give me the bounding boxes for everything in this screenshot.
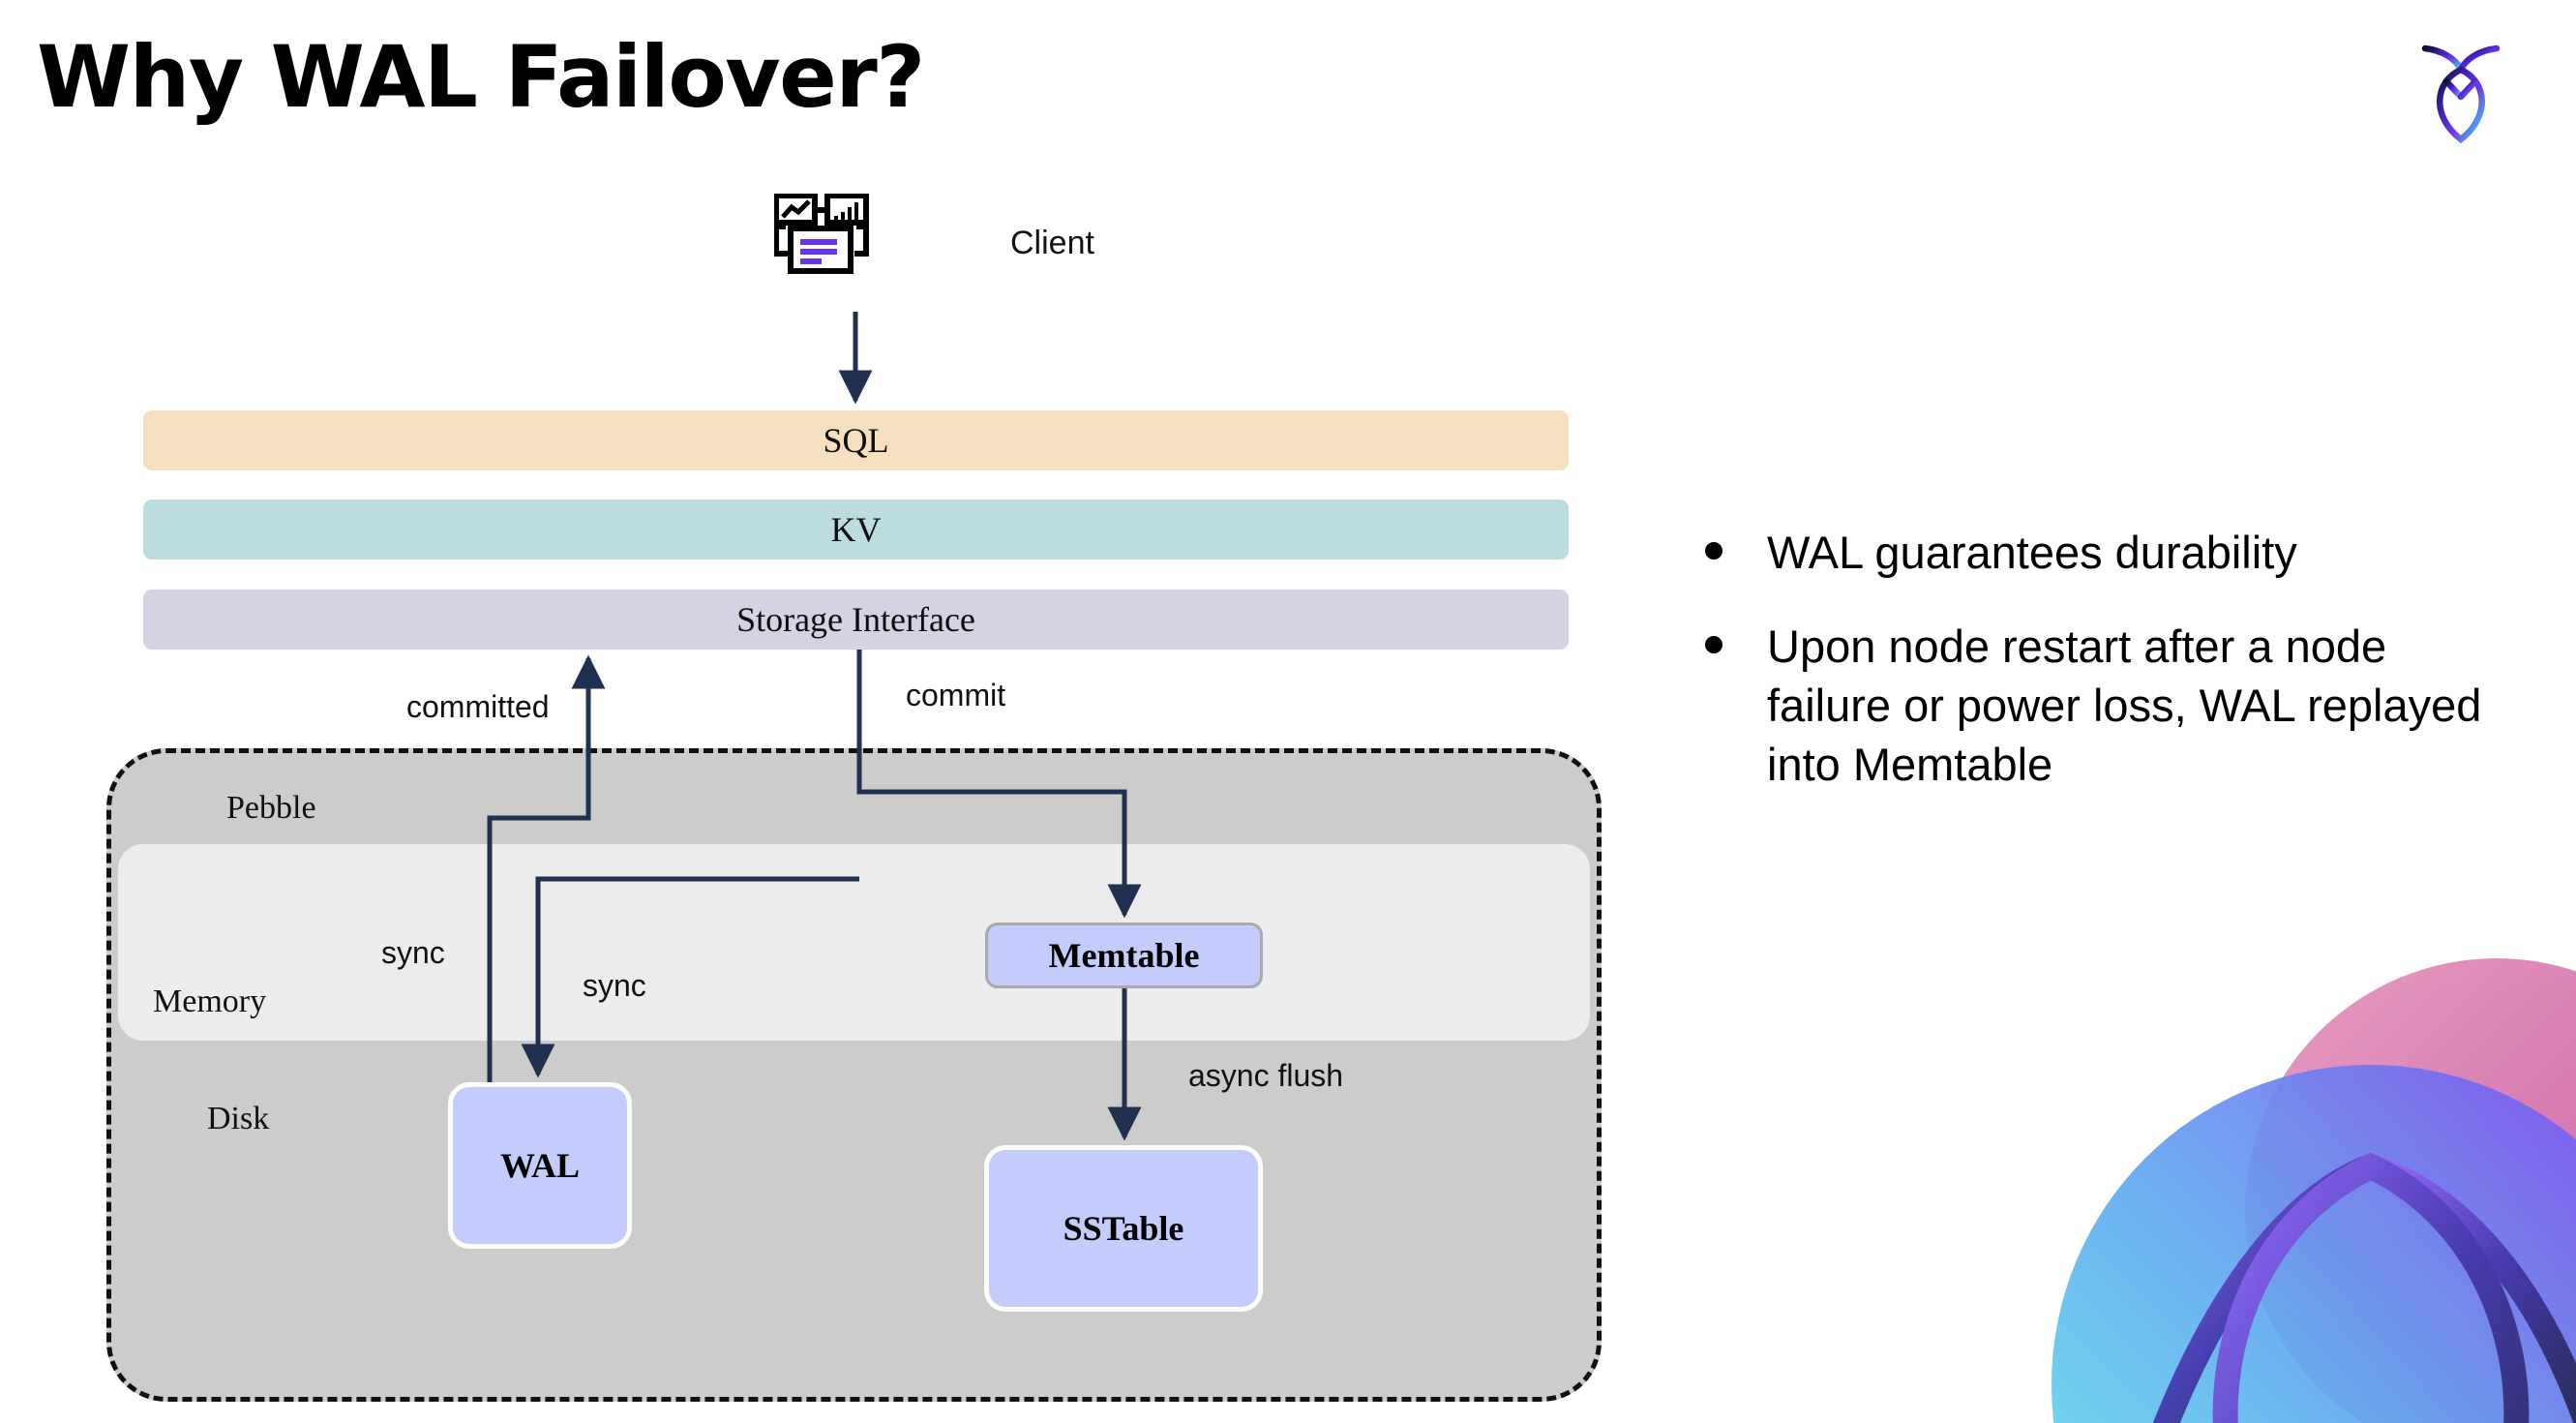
edge-label-sync-left: sync [381, 935, 445, 970]
node-memtable[interactable]: Memtable [985, 923, 1263, 988]
bullet-dot-icon [1705, 542, 1722, 560]
layer-sql-label: SQL [823, 421, 889, 460]
client-label: Client [1010, 225, 1094, 261]
node-memtable-label: Memtable [1048, 936, 1200, 975]
bullet-text: Upon node restart after a node failure o… [1767, 621, 2482, 791]
layer-sql[interactable]: SQL [143, 410, 1569, 470]
bullet-dot-icon [1705, 636, 1722, 654]
bullet-list: WAL guarantees durability Upon node rest… [1705, 523, 2508, 829]
edge-label-async-flush: async flush [1188, 1058, 1344, 1093]
edge-label-sync-right: sync [583, 968, 646, 1003]
node-sstable-label: SSTable [1063, 1209, 1184, 1248]
client-monitor-icon [773, 193, 929, 281]
edge-label-committed: committed [406, 689, 550, 724]
layer-kv[interactable]: KV [143, 500, 1569, 560]
decorative-logo-watermark [1955, 929, 2576, 1423]
architecture-diagram: Client SQL KV Storage Interface Pebble M… [106, 193, 1602, 1402]
list-item: WAL guarantees durability [1705, 523, 2508, 582]
memory-zone-panel [118, 844, 1590, 1041]
cockroachdb-logo [2398, 27, 2524, 153]
edge-label-commit: commit [906, 678, 1006, 712]
page-title: Why WAL Failover? [37, 27, 925, 127]
node-sstable[interactable]: SSTable [984, 1145, 1263, 1312]
layer-storage-label: Storage Interface [736, 600, 975, 639]
layer-storage-interface[interactable]: Storage Interface [143, 590, 1569, 650]
memory-label: Memory [153, 984, 267, 1019]
node-wal[interactable]: WAL [448, 1082, 632, 1249]
list-item: Upon node restart after a node failure o… [1705, 617, 2508, 794]
pebble-label: Pebble [226, 790, 316, 826]
node-wal-label: WAL [499, 1146, 581, 1185]
layer-kv-label: KV [830, 510, 882, 549]
disk-label: Disk [207, 1101, 270, 1136]
bullet-text: WAL guarantees durability [1767, 527, 2297, 578]
